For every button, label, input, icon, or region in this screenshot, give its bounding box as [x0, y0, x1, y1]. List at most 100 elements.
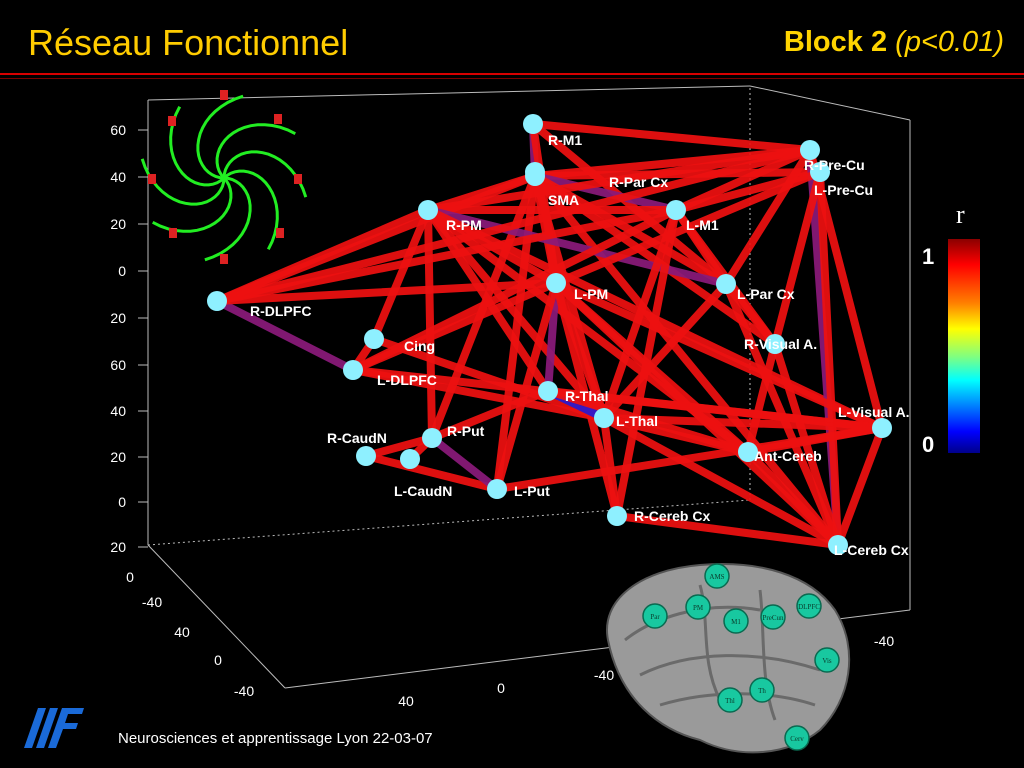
node-L-Pre-Cu	[810, 162, 830, 182]
axis-tick-label: 0	[497, 680, 505, 696]
edge-R-Pre-Cu-L-ParCx	[722, 146, 814, 288]
brain-marker	[723, 608, 749, 634]
axis-tick-label: 20	[110, 310, 126, 326]
node-label: L-Pre-Cu	[814, 182, 873, 198]
brain-marker-label: M1	[731, 618, 741, 626]
node-R-M1	[523, 114, 543, 134]
node-L-Thal	[594, 408, 614, 428]
node-R-Put	[422, 428, 442, 448]
nodes	[207, 114, 892, 555]
edge-L-VisualA-L-CerebCx	[834, 424, 886, 549]
axis-tick-label: 20	[110, 539, 126, 555]
node-label: R-CaudN	[327, 430, 387, 446]
node-label: R-DLPFC	[250, 303, 311, 319]
node-R-CaudN	[356, 446, 376, 466]
node-Ant-Cereb	[738, 442, 758, 462]
brain-marker-label: Thl	[725, 697, 735, 705]
node-label: L-Cereb Cx	[834, 542, 909, 558]
axis-tick-label: -40	[234, 683, 254, 699]
edge-Ant-Cereb-L-CerebCx	[744, 448, 842, 549]
node-label: R-PM	[446, 217, 482, 233]
node-label: L-DLPFC	[377, 372, 437, 388]
edge-R-Put-L-Put	[428, 434, 501, 493]
edge-R-DLPFC-R-Pre-Cu	[213, 146, 814, 305]
brain-marker-label: PM	[693, 604, 704, 612]
edge-R-DLPFC-L-M1	[213, 206, 680, 305]
axis-tick-label: 40	[174, 624, 190, 640]
edge-R-CaudN-R-Put	[362, 434, 436, 460]
edge-R-M1-L-ParCx	[529, 120, 730, 288]
edge-L-DLPFC-L-Thal	[349, 366, 608, 422]
edge-R-CerebCx-L-CerebCx	[613, 512, 842, 549]
colorbar-max: 1	[922, 244, 935, 269]
brain-marker-label: AMS	[709, 573, 724, 581]
edge-SMA-L-M1	[531, 172, 680, 214]
brain-marker-label: Vis	[822, 657, 832, 665]
brain-marker	[760, 604, 786, 630]
node-L-M1	[666, 200, 686, 220]
brain-marker	[717, 687, 743, 713]
edge-R-PM-R-DLPFC	[213, 206, 432, 305]
axis-tick-label: 0	[118, 494, 126, 510]
axis-tick-label: 0	[126, 569, 134, 585]
node-label: R-Thal	[565, 388, 609, 404]
node-label: R-Visual A.	[744, 336, 817, 352]
node-Cing	[364, 329, 384, 349]
axis-tick-label: 40	[110, 403, 126, 419]
node-label: L-CaudN	[394, 483, 452, 499]
edge-L-M1-L-Thal	[600, 206, 680, 422]
edge-Cing-L-Thal	[370, 335, 608, 422]
edge-R-Thal-R-Put	[428, 387, 552, 442]
brain-marker	[784, 725, 810, 751]
edge-L-Thal-Ant-Cereb	[600, 414, 752, 456]
brain-marker-label: PreCun	[763, 614, 785, 622]
node-label: Cing	[404, 338, 435, 354]
node-SMA	[525, 166, 545, 186]
spiral-arm	[196, 94, 244, 180]
lif-logo	[24, 708, 84, 748]
edge-R-PM-L-ParCx	[424, 206, 730, 288]
node-label: L-M1	[686, 217, 719, 233]
node-L-Put	[487, 479, 507, 499]
header-divider	[0, 73, 1024, 75]
node-label: R-Cereb Cx	[634, 508, 710, 524]
axis-tick-label: 60	[110, 357, 126, 373]
block-name: Block 2	[783, 26, 888, 58]
edges	[213, 120, 886, 549]
node-L-ParCx	[716, 274, 736, 294]
edge-L-Pre-Cu-L-PM	[552, 168, 824, 287]
spiral-arm	[152, 177, 233, 233]
edge-SMA-L-CerebCx	[531, 172, 842, 549]
node-L-CerebCx	[828, 535, 848, 555]
node-L-DLPFC	[343, 360, 363, 380]
brain-marker-label: DLPFC	[798, 603, 820, 611]
spiral-arm	[223, 169, 279, 250]
brain-marker	[685, 594, 711, 620]
brain-marker-label: Th	[758, 687, 766, 695]
edge-R-M1-R-Pre-Cu	[529, 120, 814, 154]
edge-L-Pre-Cu-L-CerebCx	[816, 168, 842, 549]
axis-tick-label: -40	[874, 633, 894, 649]
node-R-VisualA	[765, 334, 785, 354]
axis-tick-label: -40	[594, 667, 614, 683]
node-label: R-Put	[447, 423, 485, 439]
edge-R-CaudN-L-Put	[362, 452, 501, 493]
node-label: L-PM	[574, 286, 608, 302]
node-label: R-M1	[548, 132, 582, 148]
edge-R-PM-Cing	[370, 206, 432, 343]
edge-L-Put-L-VisualA	[493, 424, 886, 493]
edge-R-PM-R-Pre-Cu	[424, 146, 814, 214]
axis-tick-label: 0	[214, 652, 222, 668]
node-label: L-Put	[514, 483, 550, 499]
brain-marker	[642, 603, 668, 629]
spiral-arm	[222, 150, 308, 198]
spiral-arm	[169, 106, 225, 187]
brain-marker	[749, 677, 775, 703]
axis-tick-label: -40	[142, 594, 162, 610]
colorbar-min: 0	[922, 432, 935, 457]
edge-R-DLPFC-L-DLPFC	[213, 297, 357, 374]
